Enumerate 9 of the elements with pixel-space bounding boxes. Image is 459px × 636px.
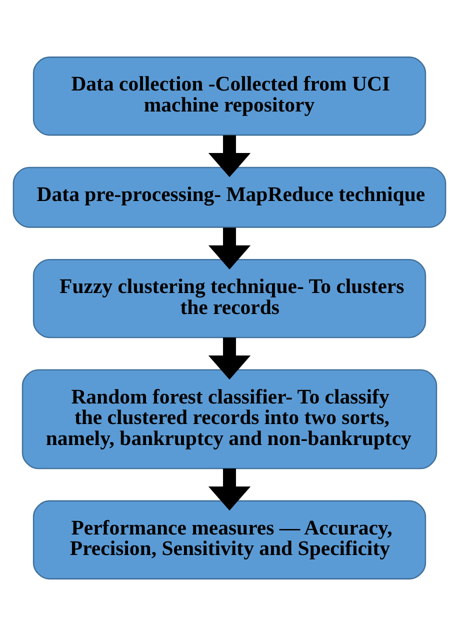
node-box: Data pre-processing- MapReduce technique — [12, 166, 446, 228]
arrow — [208, 135, 251, 178]
node-box: Performance measures — Accuracy, Precision, Sensitivity and Specificity — [32, 500, 426, 580]
node-box: Fuzzy clustering technique- To clusters the records — [32, 258, 426, 338]
arrow — [208, 468, 251, 511]
node-box: Data collection -Collected from UCI machine repository — [32, 56, 426, 136]
arrow — [208, 338, 251, 380]
arrow — [208, 228, 251, 270]
node-box: Random forest classifier- To classify the clustered records into two sorts, namely, bankruptcy and non-bankruptcy — [22, 369, 438, 470]
